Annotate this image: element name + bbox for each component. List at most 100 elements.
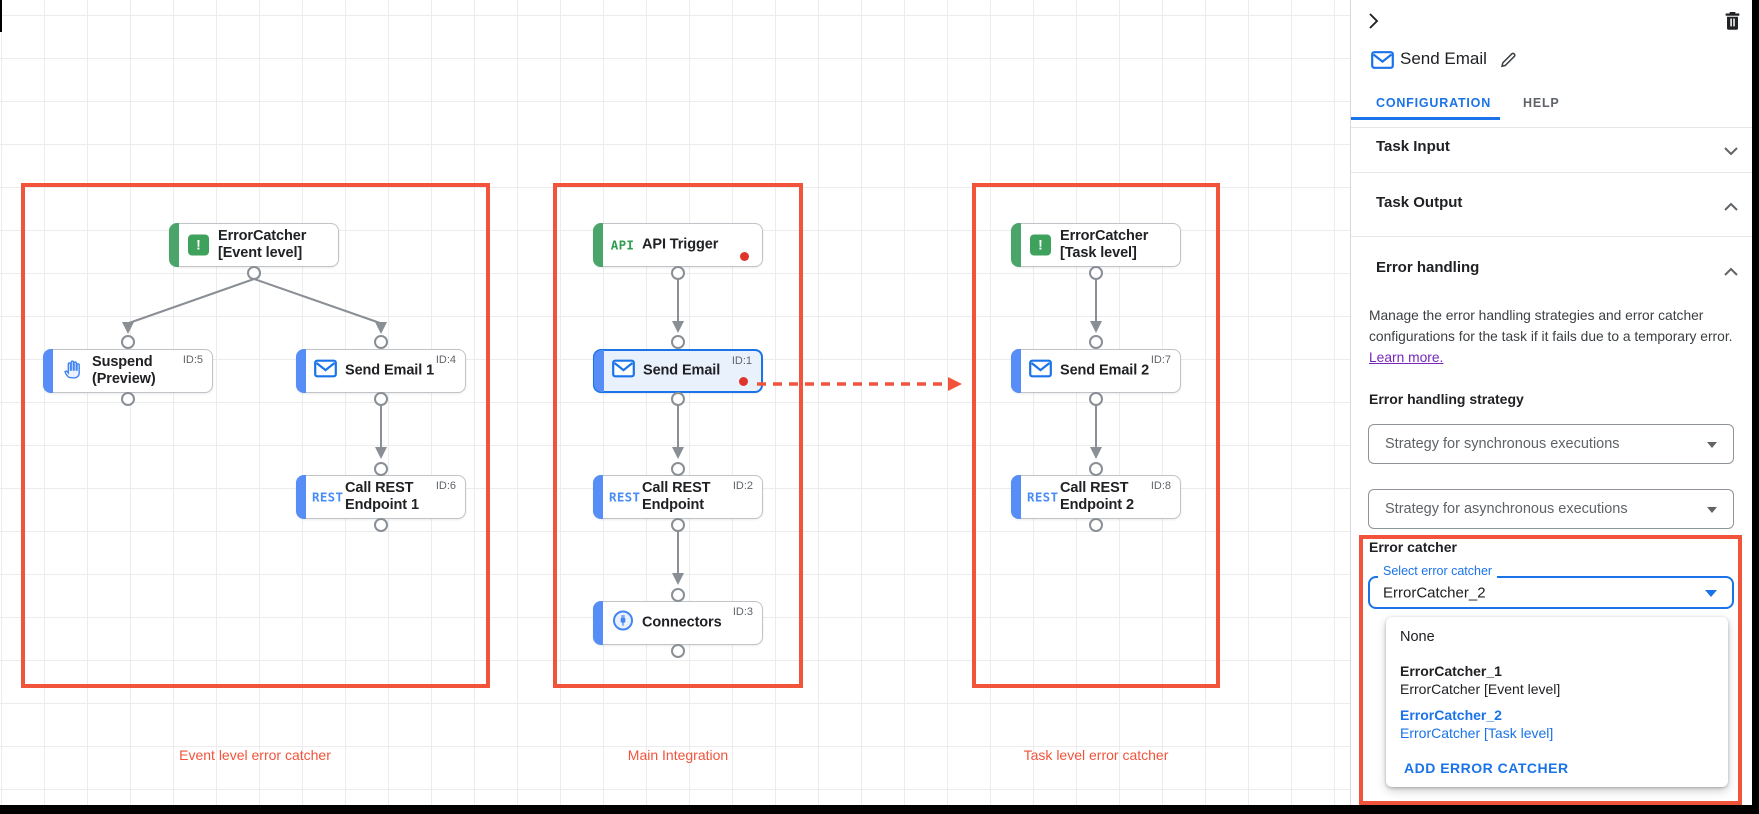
sync-strategy-value: Strategy for synchronous executions bbox=[1385, 436, 1620, 452]
error-catcher-menu: None ErrorCatcher_1 ErrorCatcher [Event … bbox=[1386, 617, 1728, 787]
node-accent-bar bbox=[593, 601, 603, 645]
node-accent-bar bbox=[169, 223, 179, 267]
dropdown-caret-icon bbox=[1705, 590, 1717, 597]
node-call-rest-endpoint[interactable]: REST Call REST Endpoint ID:2 bbox=[593, 475, 763, 519]
details-panel: Send Email CONFIGURATION HELP Task Input… bbox=[1350, 0, 1753, 814]
node-call-rest-endpoint-1[interactable]: REST Call REST Endpoint 1 ID:6 bbox=[296, 475, 466, 519]
error-dot bbox=[740, 252, 749, 261]
node-label: ErrorCatcher [Task level] bbox=[1060, 228, 1149, 261]
tab-help[interactable]: HELP bbox=[1523, 96, 1560, 110]
group-label-main-integration: Main Integration bbox=[627, 747, 729, 763]
node-api-trigger[interactable]: API API Trigger bbox=[593, 223, 763, 267]
section-task-output[interactable]: Task Output bbox=[1376, 194, 1463, 211]
learn-more-link[interactable]: Learn more. bbox=[1369, 350, 1444, 365]
right-edge-bar bbox=[1752, 0, 1759, 814]
rest-icon: REST bbox=[312, 489, 344, 505]
node-id-badge: ID:8 bbox=[1150, 480, 1171, 492]
api-icon: API bbox=[610, 237, 635, 253]
node-label: ErrorCatcher [Event level] bbox=[218, 228, 307, 261]
rest-icon: REST bbox=[609, 489, 641, 505]
section-error-handling[interactable]: Error handling bbox=[1376, 259, 1480, 276]
error-handling-description-line1: Manage the error handling strategies and… bbox=[1369, 308, 1704, 323]
menu-option-errorcatcher-2[interactable]: ErrorCatcher_2 bbox=[1400, 707, 1502, 723]
node-id-badge: ID:6 bbox=[435, 480, 456, 492]
chevron-down-icon[interactable] bbox=[1724, 143, 1738, 161]
add-error-catcher-button[interactable]: ADD ERROR CATCHER bbox=[1404, 760, 1569, 776]
node-accent-bar bbox=[594, 350, 604, 392]
node-errorcatcher-task-level[interactable]: ! ErrorCatcher [Task level] bbox=[1011, 223, 1181, 267]
node-accent-bar bbox=[43, 349, 53, 393]
node-call-rest-endpoint-2[interactable]: REST Call REST Endpoint 2 ID:8 bbox=[1011, 475, 1181, 519]
node-id-badge: ID:1 bbox=[731, 355, 752, 367]
node-send-email-1[interactable]: Send Email 1 ID:4 bbox=[296, 349, 466, 393]
edit-name-icon[interactable] bbox=[1499, 50, 1518, 74]
node-id-badge: ID:4 bbox=[435, 354, 456, 366]
divider bbox=[1351, 236, 1753, 237]
node-connectors[interactable]: Connectors ID:3 bbox=[593, 601, 763, 645]
node-send-email-selected[interactable]: Send Email ID:1 bbox=[593, 349, 763, 393]
async-strategy-dropdown[interactable]: Strategy for asynchronous executions bbox=[1368, 489, 1734, 529]
node-id-badge: ID:5 bbox=[182, 354, 203, 366]
chevron-up-icon[interactable] bbox=[1724, 263, 1738, 281]
sync-strategy-dropdown[interactable]: Strategy for synchronous executions bbox=[1368, 424, 1734, 464]
node-accent-bar bbox=[296, 349, 306, 393]
event-level-group-outline bbox=[21, 183, 490, 688]
email-icon bbox=[1027, 359, 1054, 383]
section-task-input[interactable]: Task Input bbox=[1376, 138, 1450, 155]
email-icon bbox=[312, 359, 339, 383]
email-icon bbox=[610, 359, 637, 383]
node-label: Call REST Endpoint 2 bbox=[1060, 480, 1134, 513]
divider bbox=[1351, 172, 1753, 173]
node-accent-bar bbox=[1011, 475, 1021, 519]
node-errorcatcher-event-level[interactable]: ! ErrorCatcher [Event level] bbox=[169, 223, 339, 267]
tab-configuration[interactable]: CONFIGURATION bbox=[1376, 96, 1492, 110]
collapse-panel-icon[interactable] bbox=[1363, 10, 1383, 37]
node-label: Suspend (Preview) bbox=[92, 354, 156, 387]
email-icon bbox=[1371, 51, 1394, 74]
node-label: Call REST Endpoint bbox=[642, 480, 711, 513]
async-strategy-value: Strategy for asynchronous executions bbox=[1385, 501, 1628, 517]
error-handling-strategy-label: Error handling strategy bbox=[1369, 391, 1524, 407]
node-label: Connectors bbox=[642, 614, 722, 631]
active-tab-underline bbox=[1351, 117, 1500, 120]
rest-icon: REST bbox=[1027, 489, 1059, 505]
node-id-badge: ID:7 bbox=[1150, 354, 1171, 366]
error-catcher-label: Error catcher bbox=[1369, 539, 1457, 555]
hand-icon bbox=[59, 358, 86, 385]
menu-option-errorcatcher-1[interactable]: ErrorCatcher_1 bbox=[1400, 663, 1502, 679]
menu-option-errorcatcher-1-subtitle[interactable]: ErrorCatcher [Event level] bbox=[1400, 681, 1561, 697]
group-label-event-level: Event level error catcher bbox=[179, 747, 331, 763]
node-send-email-2[interactable]: Send Email 2 ID:7 bbox=[1011, 349, 1181, 393]
dropdown-caret-icon bbox=[1707, 442, 1717, 448]
node-label: Send Email 2 bbox=[1060, 362, 1150, 379]
main-integration-group-outline bbox=[553, 183, 803, 688]
menu-option-errorcatcher-2-subtitle[interactable]: ErrorCatcher [Task level] bbox=[1400, 725, 1554, 741]
select-error-catcher-dropdown[interactable]: ErrorCatcher_2 bbox=[1368, 576, 1734, 609]
left-edge-artifact bbox=[0, 0, 2, 32]
divider bbox=[1351, 127, 1753, 128]
integration-canvas[interactable]: Event level error catcher Main Integrati… bbox=[0, 0, 1350, 814]
connectors-icon bbox=[609, 610, 636, 637]
node-accent-bar bbox=[296, 475, 306, 519]
node-label: Send Email 1 bbox=[345, 362, 435, 379]
chevron-up-icon[interactable] bbox=[1724, 198, 1738, 216]
select-error-catcher-label: Select error catcher bbox=[1378, 564, 1498, 578]
error-catcher-icon: ! bbox=[1027, 234, 1054, 256]
error-dot bbox=[739, 377, 748, 386]
node-label: Call REST Endpoint 1 bbox=[345, 480, 419, 513]
group-label-task-level: Task level error catcher bbox=[1023, 747, 1169, 763]
select-error-catcher-value: ErrorCatcher_2 bbox=[1383, 584, 1486, 601]
bottom-edge-bar bbox=[0, 805, 1759, 814]
error-catcher-highlight-outline bbox=[1359, 535, 1742, 805]
node-suspend[interactable]: Suspend (Preview) ID:5 bbox=[43, 349, 213, 393]
panel-title: Send Email bbox=[1400, 49, 1487, 68]
error-handling-description-line2: configurations for the task if it fails … bbox=[1369, 329, 1733, 344]
node-label: API Trigger bbox=[642, 236, 719, 253]
delete-task-icon[interactable] bbox=[1724, 11, 1741, 36]
task-level-group-outline bbox=[972, 183, 1220, 688]
menu-option-none[interactable]: None bbox=[1400, 629, 1435, 645]
node-accent-bar bbox=[593, 475, 603, 519]
node-label: Send Email bbox=[643, 362, 721, 379]
node-id-badge: ID:2 bbox=[732, 480, 753, 492]
